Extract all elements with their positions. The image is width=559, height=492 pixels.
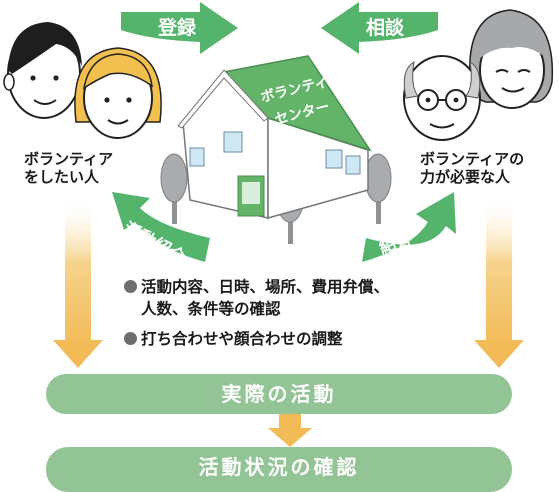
volunteer-wanting-person-label: ボランティア をしたい人 xyxy=(24,150,113,186)
tree-right xyxy=(364,153,392,224)
intro-label: 紹介 xyxy=(376,226,416,259)
tree-left xyxy=(160,153,188,224)
elderly-woman-illustration xyxy=(468,9,554,109)
bullet-dot-icon xyxy=(124,280,137,293)
bullet-item-continuation: 人数、条件等の確認 xyxy=(141,300,281,318)
register-arrow xyxy=(121,2,238,54)
consult-label: 相談 xyxy=(366,16,405,39)
left-label-line2: をしたい人 xyxy=(24,168,100,186)
elderly-man-illustration xyxy=(403,55,481,141)
coordination-bullet-list: 活動内容、日時、場所、費用弁償、 人数、条件等の確認 打ち合わせや顔合わせの調整 xyxy=(124,276,389,350)
right-label-line2: 力が必要な人 xyxy=(420,168,511,186)
man-volunteer-illustration xyxy=(3,22,82,119)
volunteer-center-house xyxy=(177,55,372,219)
left-label-line1: ボランティア xyxy=(24,150,114,168)
middle-down-arrow xyxy=(268,414,312,447)
bullet-item: 打ち合わせや顔合わせの調整 xyxy=(124,328,389,350)
intro-arrow xyxy=(362,192,456,262)
left-down-arrow xyxy=(53,196,103,368)
actual-activity-bar: 実際の活動 xyxy=(46,374,512,414)
register-label: 登録 xyxy=(157,16,197,39)
right-label-line1: ボランティアの xyxy=(420,150,525,168)
activity-intro-arrow xyxy=(112,192,210,262)
activity-status-check-bar: 活動状況の確認 xyxy=(46,447,512,492)
right-down-arrow xyxy=(474,196,524,368)
bullet-dot-icon xyxy=(124,332,137,345)
help-needing-person-label: ボランティアの 力が必要な人 xyxy=(420,150,524,186)
consult-arrow xyxy=(321,2,438,54)
bullet-item: 活動内容、日時、場所、費用弁償、 xyxy=(124,276,389,298)
woman-volunteer-illustration xyxy=(74,47,162,139)
